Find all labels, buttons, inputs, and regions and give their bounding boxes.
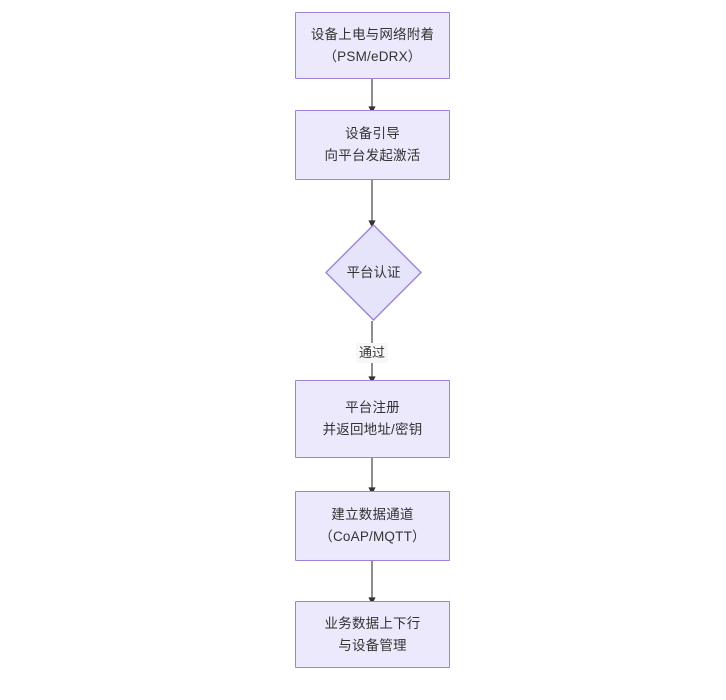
node-platform-authentication[interactable]: 平台认证 bbox=[325, 224, 422, 321]
node-label: 业务数据上下行 与设备管理 bbox=[324, 615, 421, 653]
node-platform-registration[interactable]: 平台注册 并返回地址/密钥 bbox=[295, 380, 450, 458]
node-business-data-and-device-management[interactable]: 业务数据上下行 与设备管理 bbox=[295, 601, 450, 668]
node-device-bootstrap[interactable]: 设备引导 向平台发起激活 bbox=[295, 110, 450, 180]
node-label: 建立数据通道 （CoAP/MQTT） bbox=[319, 507, 426, 544]
node-device-power-on[interactable]: 设备上电与网络附着 （PSM/eDRX） bbox=[295, 12, 450, 79]
node-label: 平台注册 并返回地址/密钥 bbox=[322, 400, 423, 437]
node-label: 平台认证 bbox=[346, 264, 401, 280]
node-label: 设备上电与网络附着 （PSM/eDRX） bbox=[310, 26, 435, 64]
node-label: 设备引导 向平台发起激活 bbox=[324, 126, 421, 163]
diamond-shape-icon bbox=[325, 224, 422, 321]
node-establish-data-channel[interactable]: 建立数据通道 （CoAP/MQTT） bbox=[295, 491, 450, 561]
edge-label-pass: 通过 bbox=[355, 343, 389, 363]
